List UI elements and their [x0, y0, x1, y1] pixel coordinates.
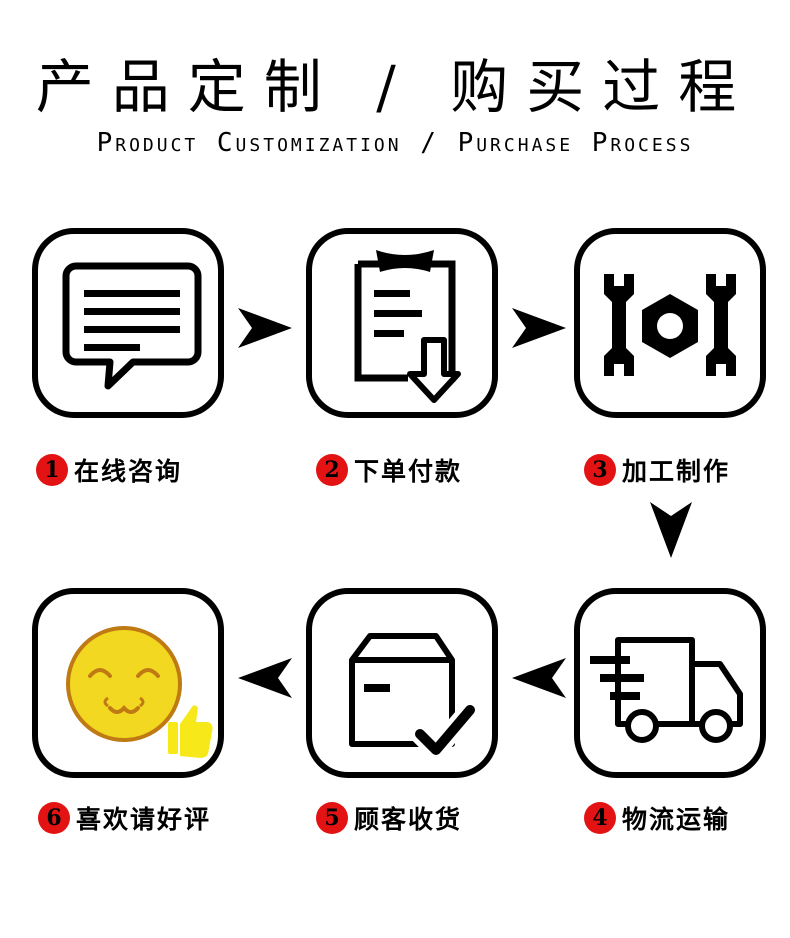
step-2-label: 2 下单付款 [316, 452, 462, 488]
step-number-badge: 5 [316, 802, 348, 834]
page-title-en: Product Customization / Purchase Process [96, 128, 694, 158]
step-4-box [574, 588, 766, 778]
step-label-text: 在线咨询 [74, 457, 183, 486]
step-4-label: 4 物流运输 [584, 800, 730, 836]
step-number-badge: 6 [38, 802, 70, 834]
wrench-nut-icon [604, 274, 736, 376]
chat-icon [62, 262, 202, 390]
arrow-right-icon [512, 308, 566, 348]
step-6-label: 6 喜欢请好评 [38, 800, 211, 836]
step-number-badge: 2 [316, 454, 348, 486]
step-1-box [32, 228, 224, 418]
step-1-label: 1 在线咨询 [36, 452, 182, 488]
arrow-right-icon [238, 308, 292, 348]
step-label-text: 物流运输 [622, 805, 731, 834]
arrow-left-icon [238, 658, 292, 698]
order-clipboard-icon [354, 250, 461, 403]
step-6-box [32, 588, 224, 778]
step-3-label: 3 加工制作 [584, 452, 730, 488]
step-5-label: 5 顾客收货 [316, 800, 462, 836]
arrow-down-icon [650, 502, 692, 558]
step-label-text: 喜欢请好评 [76, 805, 212, 834]
step-5-box [306, 588, 498, 778]
page-title-cn: 产品定制 / 购买过程 [35, 53, 755, 121]
package-check-icon [349, 633, 480, 760]
step-2-box [306, 228, 498, 418]
step-number-badge: 1 [36, 454, 68, 486]
truck-icon [590, 637, 743, 743]
smiley-thumbs-up-icon [66, 626, 213, 758]
step-number-badge: 3 [584, 454, 616, 486]
step-label-text: 下单付款 [354, 457, 463, 486]
step-label-text: 顾客收货 [354, 805, 463, 834]
step-3-box [574, 228, 766, 418]
step-label-text: 加工制作 [622, 457, 731, 486]
step-number-badge: 4 [584, 802, 616, 834]
arrow-left-icon [512, 658, 566, 698]
